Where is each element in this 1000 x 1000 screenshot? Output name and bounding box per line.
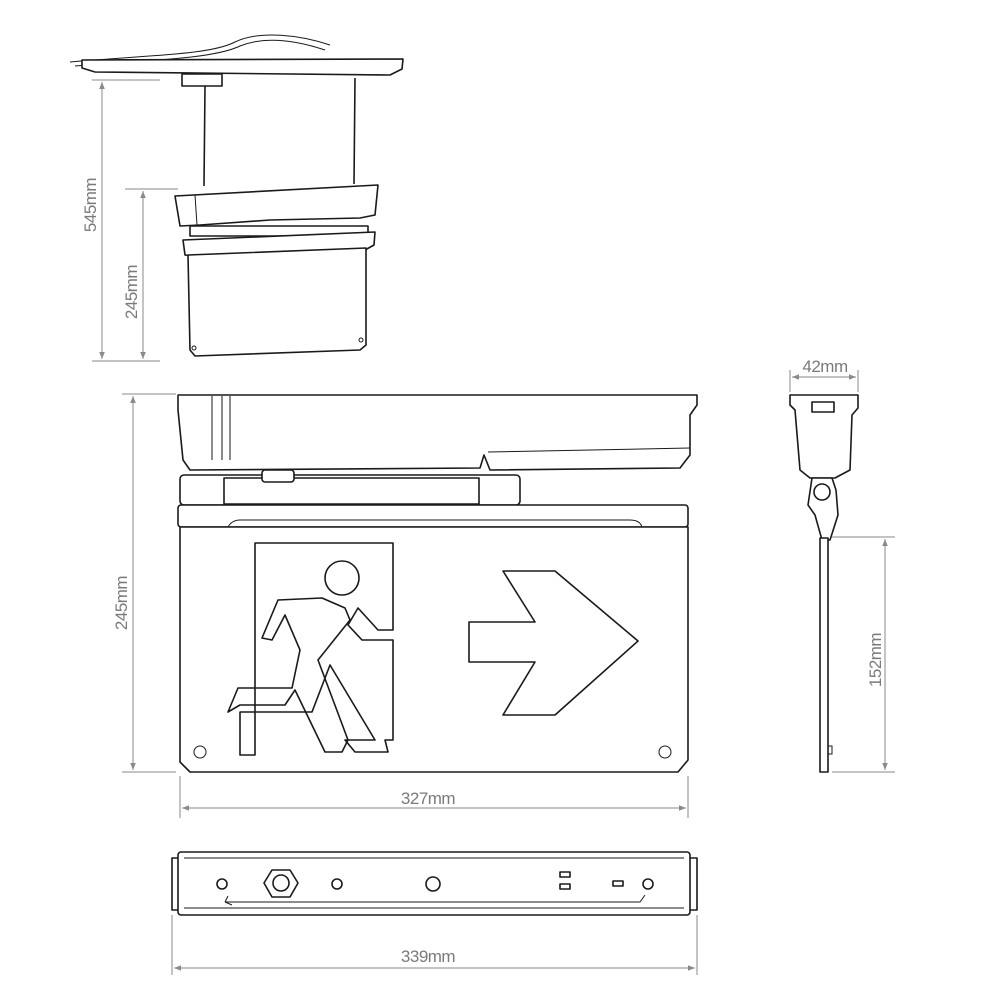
front-view — [177, 394, 698, 773]
housing — [174, 184, 379, 227]
dimension-label: 327mm — [401, 789, 456, 808]
bottom-view — [171, 851, 698, 916]
dimension-label: 339mm — [401, 947, 456, 966]
dimension-327: 327mm — [179, 776, 689, 818]
dimension-label: 245mm — [112, 576, 131, 631]
sign-blade — [819, 537, 829, 773]
dimension-245-suspended: 245mm — [122, 188, 178, 359]
dimension-label: 545mm — [81, 178, 100, 233]
sign-panel — [179, 526, 689, 773]
suspended-view — [69, 34, 404, 357]
dimension-339: 339mm — [171, 915, 698, 975]
dimension-label: 245mm — [122, 265, 141, 320]
suspension-rod — [203, 85, 206, 187]
housing-side — [789, 394, 859, 479]
ceiling-bracket — [181, 73, 223, 87]
housing — [177, 394, 698, 471]
dimension-label: 42mm — [802, 357, 848, 376]
running-man-icon — [227, 542, 394, 756]
sign-panel — [187, 247, 367, 357]
dimension-152: 152mm — [832, 536, 895, 773]
dimension-42: 42mm — [789, 357, 859, 392]
dimension-label: 152mm — [866, 633, 885, 688]
dimension-245-front: 245mm — [112, 393, 176, 773]
dimension-545: 545mm — [81, 79, 160, 362]
housing-bottom — [177, 851, 691, 916]
panel-frame — [177, 504, 689, 528]
arrow-right-icon — [468, 570, 639, 716]
suspension-rod — [353, 77, 356, 185]
ceiling-plate — [81, 58, 404, 76]
side-view — [789, 394, 859, 773]
